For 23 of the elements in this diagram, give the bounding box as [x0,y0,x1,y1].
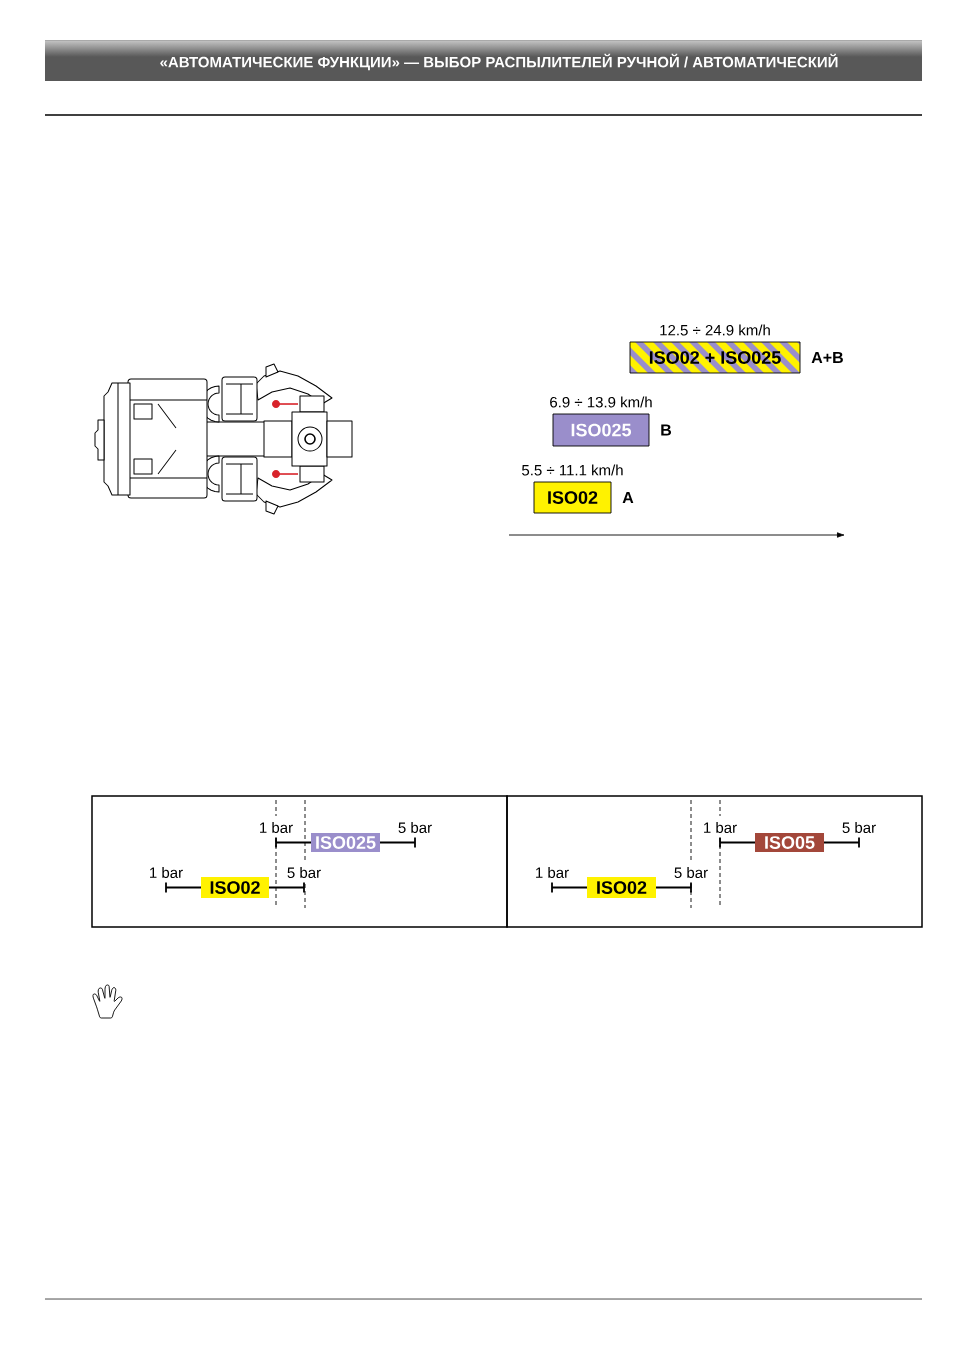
speed-range-label: 6.9 ÷ 13.9 km/h [550,396,652,408]
nozzle-code-tag: ISO05 [755,833,824,852]
chart-panel [506,795,923,928]
pressure-label: 1 bar [536,867,569,878]
speed-range-label: 12.5 ÷ 24.9 km/h [660,324,770,336]
pressure-label: 5 bar [398,822,432,833]
pressure-label: 5 bar [842,822,876,833]
nozzle-code-tag: ISO025 [311,833,380,852]
speed-range-label: 5.5 ÷ 11.1 km/h [522,464,623,476]
nozzle-code-tag: ISO02 [201,877,269,898]
chart-panel [91,795,508,928]
section-letter: B [661,424,672,436]
section-letter: A [622,492,634,503]
pressure-label: 1 bar [150,867,183,878]
pressure-label: 5 bar [287,867,321,878]
title-banner: «АВТОМАТИЧЕСКИЕ ФУНКЦИИ» — ВЫБОР РАСПЫЛИТЕЛЕЙ РУЧНОЙ / АВТОМАТИЧЕСКИЙ [45,40,922,81]
pressure-label: 1 bar [260,822,293,833]
nozzle-code-tag: ISO02 [587,877,656,898]
nozzle-code-box: ISO02 [533,481,612,514]
pressure-label: 5 bar [674,867,708,878]
nozzle-code-box: ISO025 [552,413,650,447]
pressure-label: 1 bar [704,822,737,833]
section-letter: A+B [811,352,843,363]
